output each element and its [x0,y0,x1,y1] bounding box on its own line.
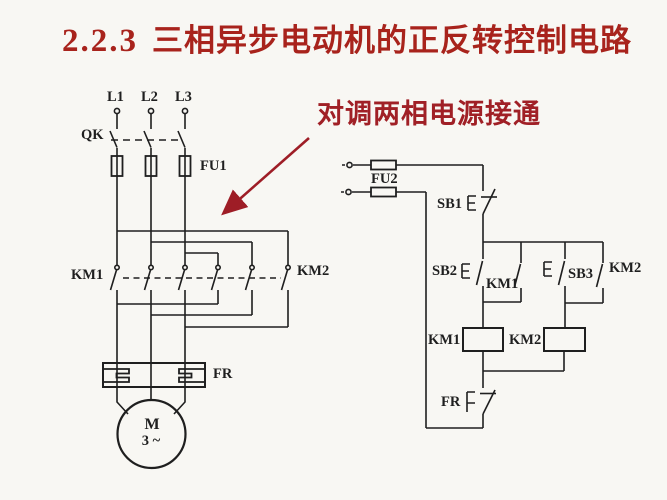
km1-coil-label: KM1 [428,332,461,348]
fu2-label: FU2 [371,171,398,187]
page-title: 2.2.3 三相异步电动机的正反转控制电路 [62,24,632,59]
km1-coil [462,302,504,371]
sb2-label: SB2 [432,263,457,279]
motor-phase-text: 3 ~ [141,433,161,449]
km2-main-contacts [210,264,291,291]
phase-label-l3: L3 [175,89,192,105]
phase-branch-wiring [116,230,289,265]
annotation-text: 对调两相电源接通 [317,99,541,129]
sb2-start-forward-button [461,242,484,302]
km2-coil [543,303,586,371]
km2-main-label: KM2 [297,263,330,279]
phase-swap-wiring [117,290,289,328]
qk-knife-switch [109,130,186,148]
fr-main-label: FR [213,366,233,382]
title-text: 三相异步电动机的正反转控制电路 [152,23,632,58]
fu1-label: FU1 [200,158,227,174]
sb1-stop-button [467,165,497,242]
km2-seal-in-contact [565,242,604,304]
fr-thermal-relay [102,362,206,388]
main-circuit [102,107,291,470]
sb1-label: SB1 [437,196,462,212]
fu2-fuses [341,159,483,428]
km1-main-label: KM1 [71,267,104,283]
phase-label-l1: L1 [107,89,124,105]
phase-label-l2: L2 [141,89,158,105]
fr-contact [426,371,496,429]
km1-seal-in-label: KM1 [486,276,519,292]
knife-switch-label: QK [81,127,104,143]
motor-feed-lines [116,290,186,363]
km1-main-contacts [109,264,189,291]
km1-seal-in-contact [483,242,522,303]
sb3-start-reverse-button [543,242,566,303]
annotation-arrow [221,137,310,216]
sb3-label: SB3 [568,266,593,282]
km2-seal-in-label: KM2 [609,260,642,276]
fu1-fuses [110,148,192,253]
control-circuit [341,159,604,429]
km2-coil-label: KM2 [509,332,542,348]
motor-letter: M [144,416,160,433]
title-number: 2.2.3 [62,23,138,59]
motor-symbol [116,387,187,470]
fr-contact-label: FR [441,394,461,410]
power-terminals [113,107,189,129]
